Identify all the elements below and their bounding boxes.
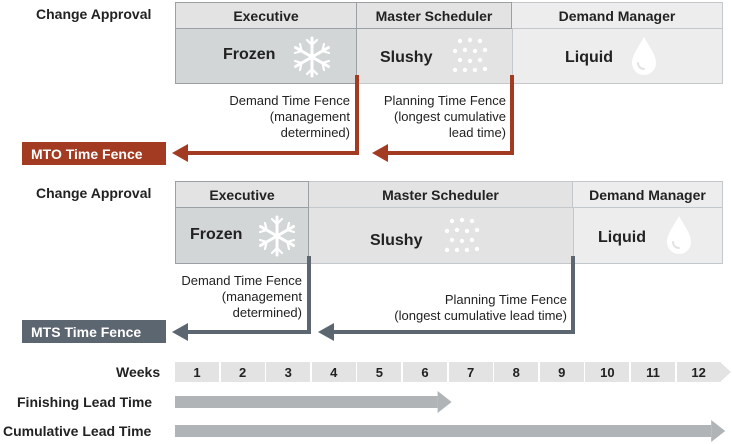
week-cell: 2 xyxy=(220,362,265,382)
top-demand-fence-arrowhead xyxy=(172,144,188,162)
bottom-frozen-label: Frozen xyxy=(190,226,243,243)
top-demand-fence-note: Demand Time Fence (management determined… xyxy=(229,93,350,141)
finishing-lead-time-label: Finishing Lead Time xyxy=(17,394,153,410)
week-cell: 8 xyxy=(494,362,539,382)
week-cell: 5 xyxy=(357,362,402,382)
bottom-liquid-label: Liquid xyxy=(598,229,646,246)
top-slushy-label: Slushy xyxy=(380,49,433,66)
top-demand-fence-note-line-1: Demand Time Fence xyxy=(229,93,350,108)
bottom-snowflake-icon xyxy=(258,215,296,257)
bottom-change-approval-label: Change Approval xyxy=(36,185,152,201)
week-cell: 10 xyxy=(585,362,630,382)
bottom-planning-fence-note: Planning Time Fence (longest cumulative … xyxy=(394,292,567,324)
bottom-demand-fence-connector xyxy=(186,256,311,334)
bottom-header-executive: Executive xyxy=(175,181,309,208)
top-zone-liquid xyxy=(512,29,723,84)
top-change-approval-label: Change Approval xyxy=(36,6,152,22)
bottom-zone-frozen xyxy=(175,208,309,264)
top-header-demand-manager: Demand Manager xyxy=(512,2,723,29)
mts-time-fence-badge: MTS Time Fence xyxy=(22,320,166,343)
top-liquid-label: Liquid xyxy=(565,49,613,66)
bottom-zone-slushy xyxy=(309,208,573,264)
cumulative-lead-time-bar xyxy=(175,425,712,437)
mto-time-fence-badge: MTO Time Fence xyxy=(22,142,166,165)
finishing-lead-time-arrowhead xyxy=(437,391,452,413)
weeks-row-chevron-icon xyxy=(720,362,731,382)
bottom-header-demand-manager: Demand Manager xyxy=(573,181,723,208)
week-cell: 1 xyxy=(175,362,219,382)
bottom-demand-fence-note-line-2: (management xyxy=(221,289,302,304)
weeks-label: Weeks xyxy=(116,364,161,380)
top-zone-slushy xyxy=(357,29,512,84)
week-cell: 12 xyxy=(676,362,721,382)
bottom-planning-fence-note-line-2: (longest cumulative lead time) xyxy=(394,308,567,323)
top-planning-fence-note: Planning Time Fence (longest cumulative … xyxy=(384,93,506,141)
week-cell: 4 xyxy=(311,362,356,382)
top-drop-icon xyxy=(631,36,657,76)
week-cell: 6 xyxy=(403,362,447,382)
top-planning-fence-note-line-1: Planning Time Fence xyxy=(383,93,506,108)
top-demand-fence-note-line-2: (management xyxy=(269,109,350,124)
top-planning-fence-note-line-3: lead time) xyxy=(448,125,506,140)
bottom-header-master-scheduler: Master Scheduler xyxy=(309,181,573,208)
week-cell: 9 xyxy=(539,362,584,382)
bottom-planning-fence-note-line-1: Planning Time Fence xyxy=(444,292,567,307)
bottom-zone-liquid xyxy=(573,208,723,264)
top-demand-fence-connector xyxy=(186,75,359,155)
top-planning-fence-arrowhead xyxy=(372,144,388,162)
top-planning-fence-note-line-2: (longest cumulative xyxy=(394,109,506,124)
top-planning-fence-connector xyxy=(386,75,514,155)
top-snowflake-icon xyxy=(293,36,331,78)
lead-time-bars xyxy=(175,391,726,442)
cumulative-lead-time-label: Cumulative Lead Time xyxy=(3,423,152,439)
bottom-planning-fence-connector xyxy=(332,256,575,334)
bottom-demand-fence-note-line-1: Demand Time Fence xyxy=(181,273,302,288)
week-cell: 7 xyxy=(448,362,493,382)
top-frozen-label: Frozen xyxy=(223,46,276,63)
bottom-demand-fence-note: Demand Time Fence (management determined… xyxy=(181,273,302,321)
week-cell: 3 xyxy=(266,362,311,382)
bottom-drop-icon xyxy=(666,215,692,255)
cumulative-lead-time-arrowhead xyxy=(711,420,726,442)
top-header-master-scheduler: Master Scheduler xyxy=(357,2,512,29)
top-zone-frozen xyxy=(175,29,357,84)
bottom-demand-fence-arrowhead xyxy=(172,323,188,341)
bottom-dots-icon xyxy=(444,217,480,253)
bottom-planning-fence-arrowhead xyxy=(318,323,334,341)
top-demand-fence-note-line-3: determined) xyxy=(280,125,350,140)
top-header-executive: Executive xyxy=(175,2,357,29)
top-dots-icon xyxy=(452,37,488,73)
week-cell: 11 xyxy=(631,362,675,382)
finishing-lead-time-bar xyxy=(175,396,438,408)
bottom-demand-fence-note-line-3: determined) xyxy=(232,305,302,320)
bottom-slushy-label: Slushy xyxy=(370,232,423,249)
